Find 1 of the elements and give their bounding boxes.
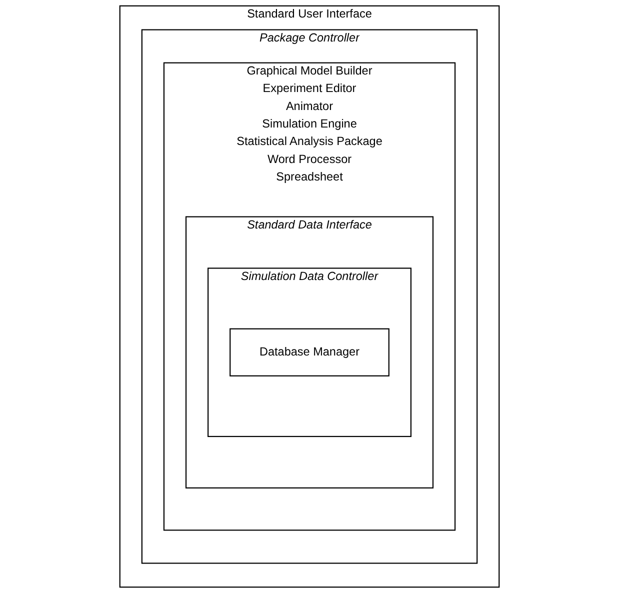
node-box: Database Manager <box>230 328 390 376</box>
